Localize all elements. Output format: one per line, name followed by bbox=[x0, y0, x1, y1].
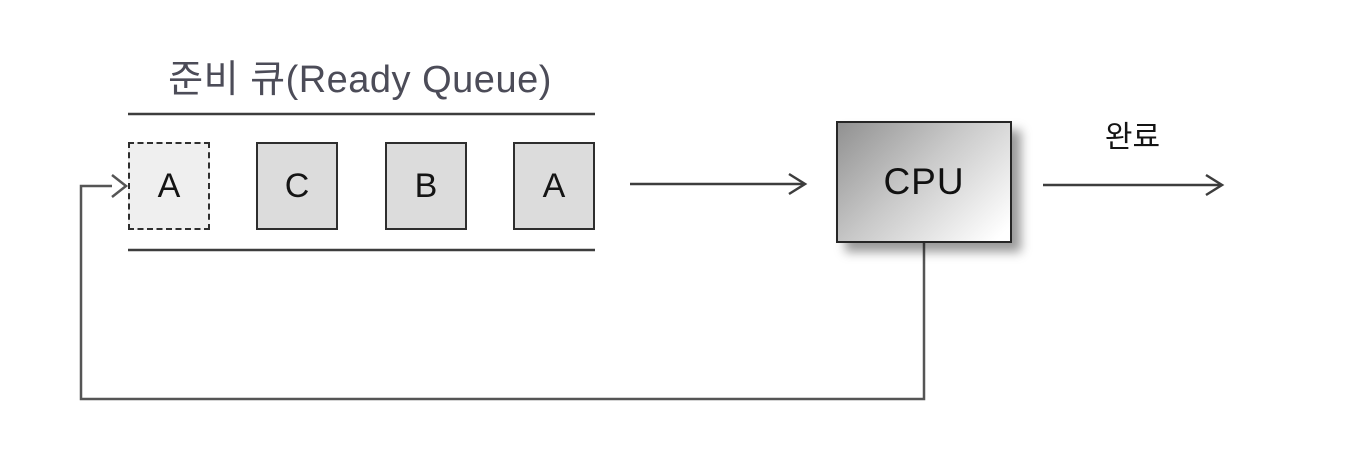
feedback-loop-path bbox=[79, 184, 926, 401]
arrow-queue-to-cpu-head-icon bbox=[788, 172, 808, 196]
queue-slot-label: A bbox=[157, 166, 181, 205]
queue-slot-label: C bbox=[284, 166, 310, 205]
cpu-box: CPU bbox=[836, 121, 1012, 243]
queue-slot-label: B bbox=[414, 166, 438, 205]
queue-slot-label: A bbox=[542, 166, 566, 205]
cpu-label: CPU bbox=[883, 161, 965, 202]
queue-slot-dashed-a: A bbox=[128, 142, 210, 230]
queue-slot-a: A bbox=[513, 142, 595, 230]
queue-slot-c: C bbox=[256, 142, 338, 230]
feedback-loop-arrowhead-icon bbox=[111, 174, 129, 198]
complete-label: 완료 bbox=[1104, 121, 1161, 154]
arrow-cpu-to-complete-head-icon bbox=[1205, 173, 1225, 197]
queue-slot-b: B bbox=[385, 142, 467, 230]
ready-queue-title: 준비 큐(Ready Queue) bbox=[168, 59, 552, 101]
